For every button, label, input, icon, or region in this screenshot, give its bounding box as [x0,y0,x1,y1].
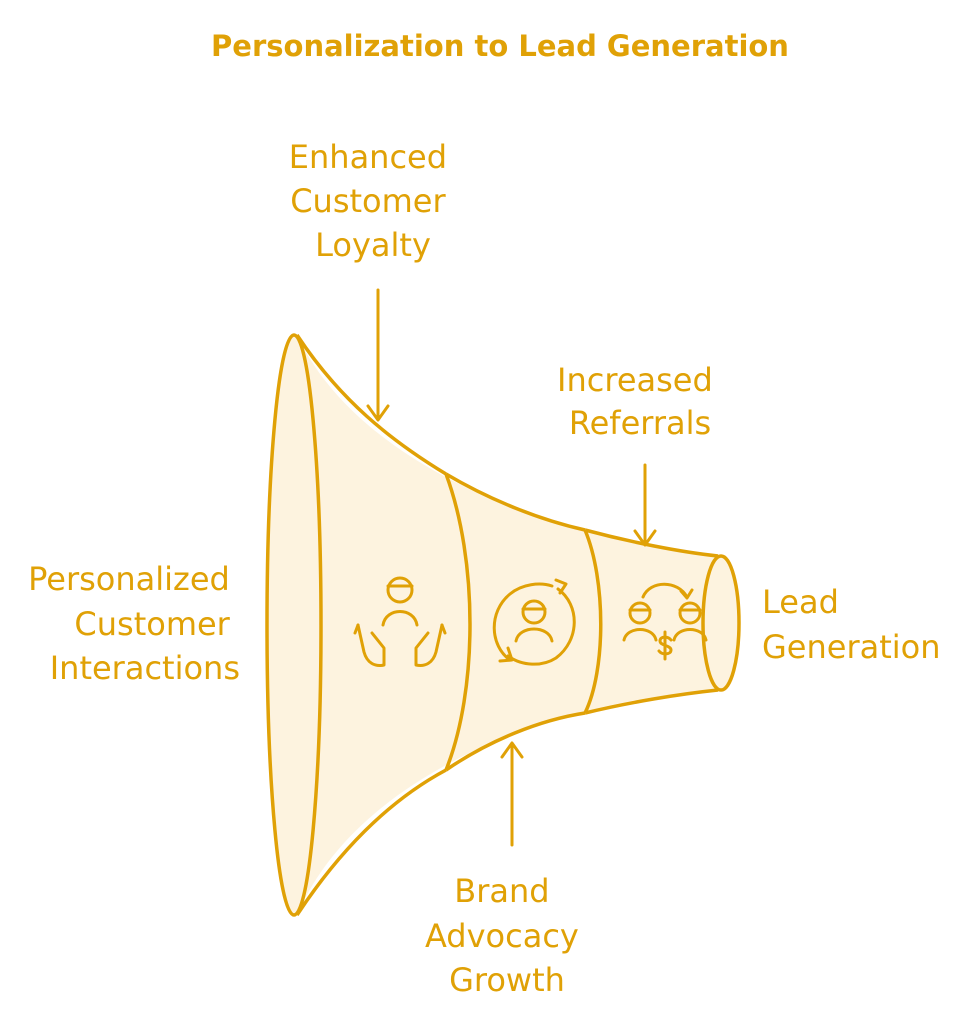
funnel-segment-2-top-edge [445,472,586,532]
label-brand-advocacy-growth: Brand Advocacy Growth [425,872,589,999]
person-cycle-arrows-icon [492,578,576,666]
funnel-segment-2-divider [583,529,603,714]
label-increased-referrals: Increased Referrals [557,361,723,442]
funnel-segment-2 [445,472,603,772]
funnel-segment-2-bottom-edge [445,711,586,772]
arrow-brand-advocacy [500,741,524,847]
funnel-segment-1-bottom-edge [295,768,447,916]
funnel-body [297,335,718,915]
arrow-enhanced-loyalty [366,288,390,422]
label-lead-generation: Lead Generation [762,583,941,666]
diagram-title: Personalization to Lead Generation [211,29,789,63]
funnel-segment-3-bottom-edge [584,688,719,715]
funnel-narrow-end [701,554,741,692]
funnel-segment-1-top-edge [295,334,447,476]
funnel-mouth [265,333,323,917]
people-exchange-dollar-icon [622,582,708,661]
arrow-increased-referrals [633,463,657,547]
funnel-segment-1 [295,334,472,916]
open-hands-person-icon [353,576,447,667]
funnel-segment-3 [584,528,741,715]
label-personalized-customer-interactions: Personalized Customer Interactions [28,560,240,687]
funnel-segment-1-divider [444,473,472,771]
label-enhanced-customer-loyalty: Enhanced Customer Loyalty [289,138,457,264]
funnel-segment-3-top-edge [584,528,719,558]
